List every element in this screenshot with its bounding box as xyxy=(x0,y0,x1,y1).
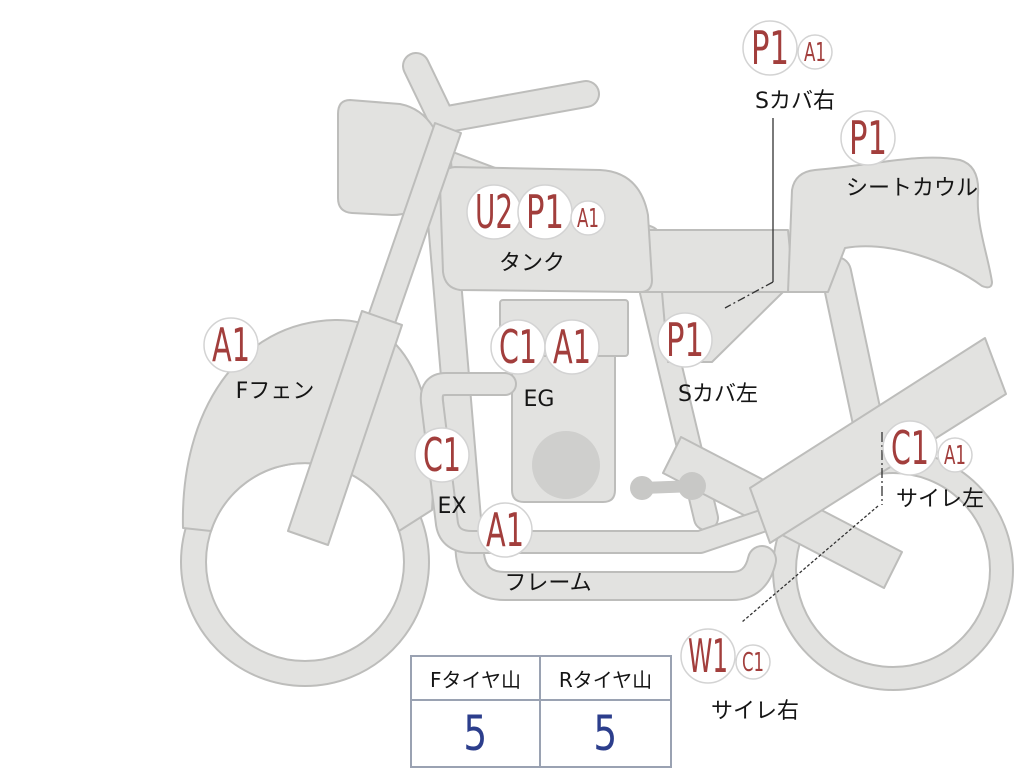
marker-group-front-fender: A1 Fフェン xyxy=(203,317,315,404)
part-label: フレーム xyxy=(504,571,591,596)
damage-code-small: A1 xyxy=(804,38,826,68)
damage-code-small: C1 xyxy=(742,648,764,678)
code-badge xyxy=(680,628,736,684)
part-label: サイレ左 xyxy=(896,487,984,512)
damage-code: P1 xyxy=(526,185,564,239)
damage-code: W1 xyxy=(688,629,728,683)
part-label: タンク xyxy=(499,251,565,276)
code-badge xyxy=(544,319,600,375)
damage-code: P1 xyxy=(751,21,789,75)
damage-code-small: A1 xyxy=(944,441,966,471)
generator-cover xyxy=(532,431,600,499)
marker-group-silencer-left: C1 A1 サイレ左 xyxy=(882,420,984,512)
marker-group-frame: A1 フレーム xyxy=(477,502,592,596)
code-badge-small xyxy=(735,644,771,680)
marker-group-seat-cowl: P1 シートカウル xyxy=(840,110,978,201)
rear-tire-tread-value: 5 xyxy=(593,705,618,762)
code-badge xyxy=(840,110,896,166)
part-label: Sカバ左 xyxy=(678,382,758,407)
code-badge xyxy=(414,427,470,483)
damage-code: A1 xyxy=(553,320,591,374)
leader-line-silencer-right xyxy=(741,432,883,623)
damage-code: C1 xyxy=(423,428,461,482)
damage-code: P1 xyxy=(666,313,704,367)
damage-code: C1 xyxy=(891,421,929,475)
part-label: EX xyxy=(438,494,467,519)
front-tire-tread-header: Fタイヤ山 xyxy=(412,657,541,701)
footpeg xyxy=(630,472,706,500)
damage-code: A1 xyxy=(486,503,524,557)
tire-tread-table: Fタイヤ山 Rタイヤ山 5 5 xyxy=(410,655,672,768)
marker-group-exhaust: C1 EX xyxy=(414,427,470,519)
exhaust-pipe-fill xyxy=(421,374,775,552)
handlebar-fill xyxy=(404,54,598,132)
frame-down-tube xyxy=(421,135,777,601)
part-label: EG xyxy=(524,387,555,412)
marker-group-side-cover-right: P1 A1 Sカバ右 xyxy=(742,20,835,114)
code-badge xyxy=(477,502,533,558)
part-label: シートカウル xyxy=(846,176,978,201)
leader-line-side-cover-right xyxy=(724,118,774,309)
front-tire-tread-cell: 5 xyxy=(412,701,541,766)
code-badge xyxy=(203,317,259,373)
exhaust-pipe xyxy=(419,372,777,554)
fork-lower xyxy=(287,310,403,546)
marker-group-side-cover-left: P1 Sカバ左 xyxy=(657,312,758,407)
part-label: Sカバ右 xyxy=(755,89,835,114)
footpeg-knob-left xyxy=(630,476,654,500)
code-badge xyxy=(742,20,798,76)
rear-tire-tread-header: Rタイヤ山 xyxy=(541,657,670,701)
part-label: サイレ右 xyxy=(711,699,799,724)
code-badge xyxy=(882,420,938,476)
damage-code-small: A1 xyxy=(577,204,599,234)
code-badge xyxy=(657,312,713,368)
footpeg-knob-right xyxy=(678,472,706,500)
damage-code: A1 xyxy=(212,318,250,372)
part-label: Fフェン xyxy=(236,379,315,404)
silencer xyxy=(749,337,1007,544)
front-tire-tread-value: 5 xyxy=(463,705,488,762)
damage-code: P1 xyxy=(849,111,887,165)
damage-code: U2 xyxy=(475,185,513,239)
damage-code: C1 xyxy=(499,320,537,374)
handlebar xyxy=(402,52,600,134)
code-badge-small xyxy=(797,34,833,70)
rear-tire-tread-cell: 5 xyxy=(541,701,670,766)
marker-group-engine: C1 A1 EG xyxy=(490,319,600,412)
seat-cowl xyxy=(787,156,993,293)
code-badge-small xyxy=(937,437,973,473)
marker-group-silencer-right: W1 C1 サイレ右 xyxy=(680,628,799,724)
frame-down-tube-fill xyxy=(423,137,775,599)
code-badge-small xyxy=(570,200,606,236)
leader-line-diagonal xyxy=(724,281,774,309)
marker-group-tank: U2 P1 A1 タンク xyxy=(466,184,606,276)
